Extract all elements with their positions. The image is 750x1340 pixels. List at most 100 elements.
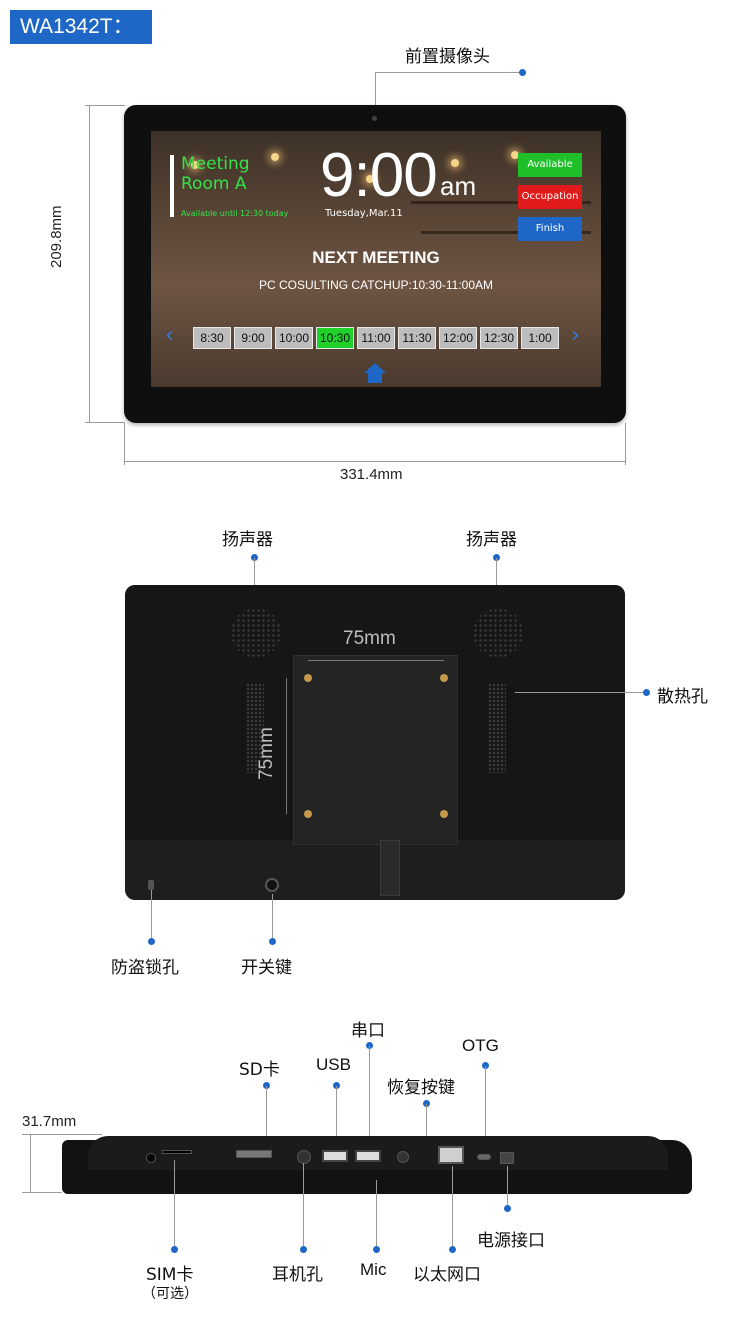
mic-leader bbox=[376, 1180, 377, 1248]
ethernet-label: 以太网口 bbox=[413, 1265, 481, 1285]
speaker-right-dot bbox=[493, 554, 500, 561]
vesa-screw bbox=[304, 674, 312, 682]
vent-dot bbox=[643, 689, 650, 696]
camera-leader-h bbox=[375, 72, 523, 73]
chevron-left-icon[interactable]: ‹ bbox=[165, 323, 174, 348]
usb-dot bbox=[333, 1082, 340, 1089]
next-meeting-detail: PC COSULTING CATCHUP:10:30-11:00AM bbox=[258, 278, 494, 292]
lock-label: 防盗锁孔 bbox=[111, 958, 179, 978]
thickness-dim-line bbox=[30, 1134, 31, 1192]
clock-date: Tuesday,Mar.11 bbox=[325, 208, 403, 219]
earphone-label: 耳机孔 bbox=[272, 1265, 323, 1285]
front-camera-label: 前置摄像头 bbox=[405, 47, 490, 67]
sd-label: SD卡 bbox=[239, 1060, 280, 1080]
reset-leader bbox=[426, 1104, 427, 1148]
time-slot[interactable]: 12:00 bbox=[439, 327, 477, 349]
mic-label: Mic bbox=[360, 1260, 387, 1279]
sd-dot bbox=[263, 1082, 270, 1089]
usb-label: USB bbox=[316, 1055, 351, 1074]
sim-note: （可选） bbox=[142, 1286, 198, 1302]
sim-label: SIM卡 bbox=[146, 1265, 194, 1285]
height-dimension: 209.8mm bbox=[48, 205, 65, 268]
time-slot[interactable]: 11:00 bbox=[357, 327, 395, 349]
power-jack bbox=[500, 1152, 514, 1164]
speaker-grill-right bbox=[473, 608, 523, 658]
earphone-jack bbox=[297, 1150, 311, 1164]
speaker-left-dot bbox=[251, 554, 258, 561]
power-port-leader bbox=[507, 1166, 508, 1206]
otg-dot bbox=[482, 1062, 489, 1069]
speaker-right-leader bbox=[496, 558, 497, 610]
time-slot-active[interactable]: 10:30 bbox=[316, 327, 354, 349]
available-until: Available until 12:30 today bbox=[181, 209, 289, 218]
speaker-grill-left bbox=[231, 608, 281, 658]
power-button[interactable] bbox=[265, 878, 279, 892]
mic-dot bbox=[373, 1246, 380, 1253]
chevron-right-icon[interactable]: › bbox=[571, 323, 580, 348]
room-name: Meeting Room A bbox=[181, 154, 250, 194]
usb-port bbox=[322, 1150, 348, 1162]
height-dim-top bbox=[85, 105, 125, 106]
speaker-left-leader bbox=[254, 558, 255, 610]
clock-ampm: am bbox=[440, 171, 477, 201]
power-leader bbox=[272, 894, 273, 940]
height-dim-bottom bbox=[85, 422, 125, 423]
vesa-screw bbox=[440, 674, 448, 682]
speaker-right-label: 扬声器 bbox=[466, 530, 517, 550]
camera-leader-dot bbox=[519, 69, 526, 76]
sim-leader bbox=[174, 1160, 175, 1248]
vent-right bbox=[488, 683, 506, 773]
vesa-h-line bbox=[308, 660, 444, 661]
lock-leader bbox=[151, 890, 152, 940]
power-port-dot bbox=[504, 1205, 511, 1212]
time-slot[interactable]: 10:00 bbox=[275, 327, 313, 349]
vesa-screw bbox=[304, 810, 312, 818]
reset-button[interactable] bbox=[397, 1151, 409, 1163]
stand-bracket bbox=[380, 840, 400, 896]
otg-port bbox=[477, 1154, 491, 1160]
serial-label: 串口 bbox=[351, 1021, 385, 1041]
power-dot bbox=[269, 938, 276, 945]
time-slot[interactable]: 9:00 bbox=[234, 327, 272, 349]
power-label: 开关键 bbox=[241, 958, 292, 978]
thickness-dimension: 31.7mm bbox=[22, 1113, 77, 1130]
usb-leader bbox=[336, 1086, 337, 1148]
finish-button[interactable]: Finish bbox=[518, 217, 582, 241]
height-dim-line bbox=[89, 105, 90, 422]
thickness-dim-bottom bbox=[22, 1192, 62, 1193]
vesa-screw bbox=[440, 810, 448, 818]
model-badge: WA1342T： bbox=[10, 10, 152, 44]
time-slot[interactable]: 11:30 bbox=[398, 327, 436, 349]
home-icon[interactable] bbox=[363, 362, 387, 384]
vent-left bbox=[246, 683, 264, 773]
time-slot[interactable]: 12:30 bbox=[480, 327, 518, 349]
occupation-button[interactable]: Occupation bbox=[518, 185, 582, 209]
reset-dot bbox=[423, 1100, 430, 1107]
ethernet-port bbox=[438, 1146, 464, 1164]
room-indicator-bar bbox=[170, 155, 174, 217]
camera-leader-v bbox=[375, 72, 376, 118]
time-slot[interactable]: 8:30 bbox=[193, 327, 231, 349]
power-port-label: 电源接口 bbox=[477, 1231, 545, 1251]
vesa-width: 75mm bbox=[343, 628, 396, 649]
width-dim-line bbox=[124, 461, 625, 462]
next-meeting-title: NEXT MEETING bbox=[312, 248, 440, 267]
available-button[interactable]: Available bbox=[518, 153, 582, 177]
vent-leader bbox=[515, 692, 645, 693]
width-dim-right bbox=[625, 423, 626, 465]
thickness-dim-top bbox=[22, 1134, 102, 1135]
sd-slot bbox=[236, 1150, 272, 1158]
reset-label: 恢复按键 bbox=[387, 1078, 455, 1098]
camera-lens bbox=[372, 116, 377, 121]
otg-label: OTG bbox=[462, 1036, 499, 1055]
serial-dot bbox=[366, 1042, 373, 1049]
earphone-dot bbox=[300, 1246, 307, 1253]
vesa-height: 75mm bbox=[256, 727, 277, 780]
time-slot[interactable]: 1:00 bbox=[521, 327, 559, 349]
lock-slot bbox=[148, 880, 154, 890]
vent-label: 散热孔 bbox=[657, 687, 708, 707]
serial-leader bbox=[369, 1046, 370, 1146]
lock-dot bbox=[148, 938, 155, 945]
sim-slot bbox=[162, 1150, 192, 1154]
speaker-left-label: 扬声器 bbox=[222, 530, 273, 550]
